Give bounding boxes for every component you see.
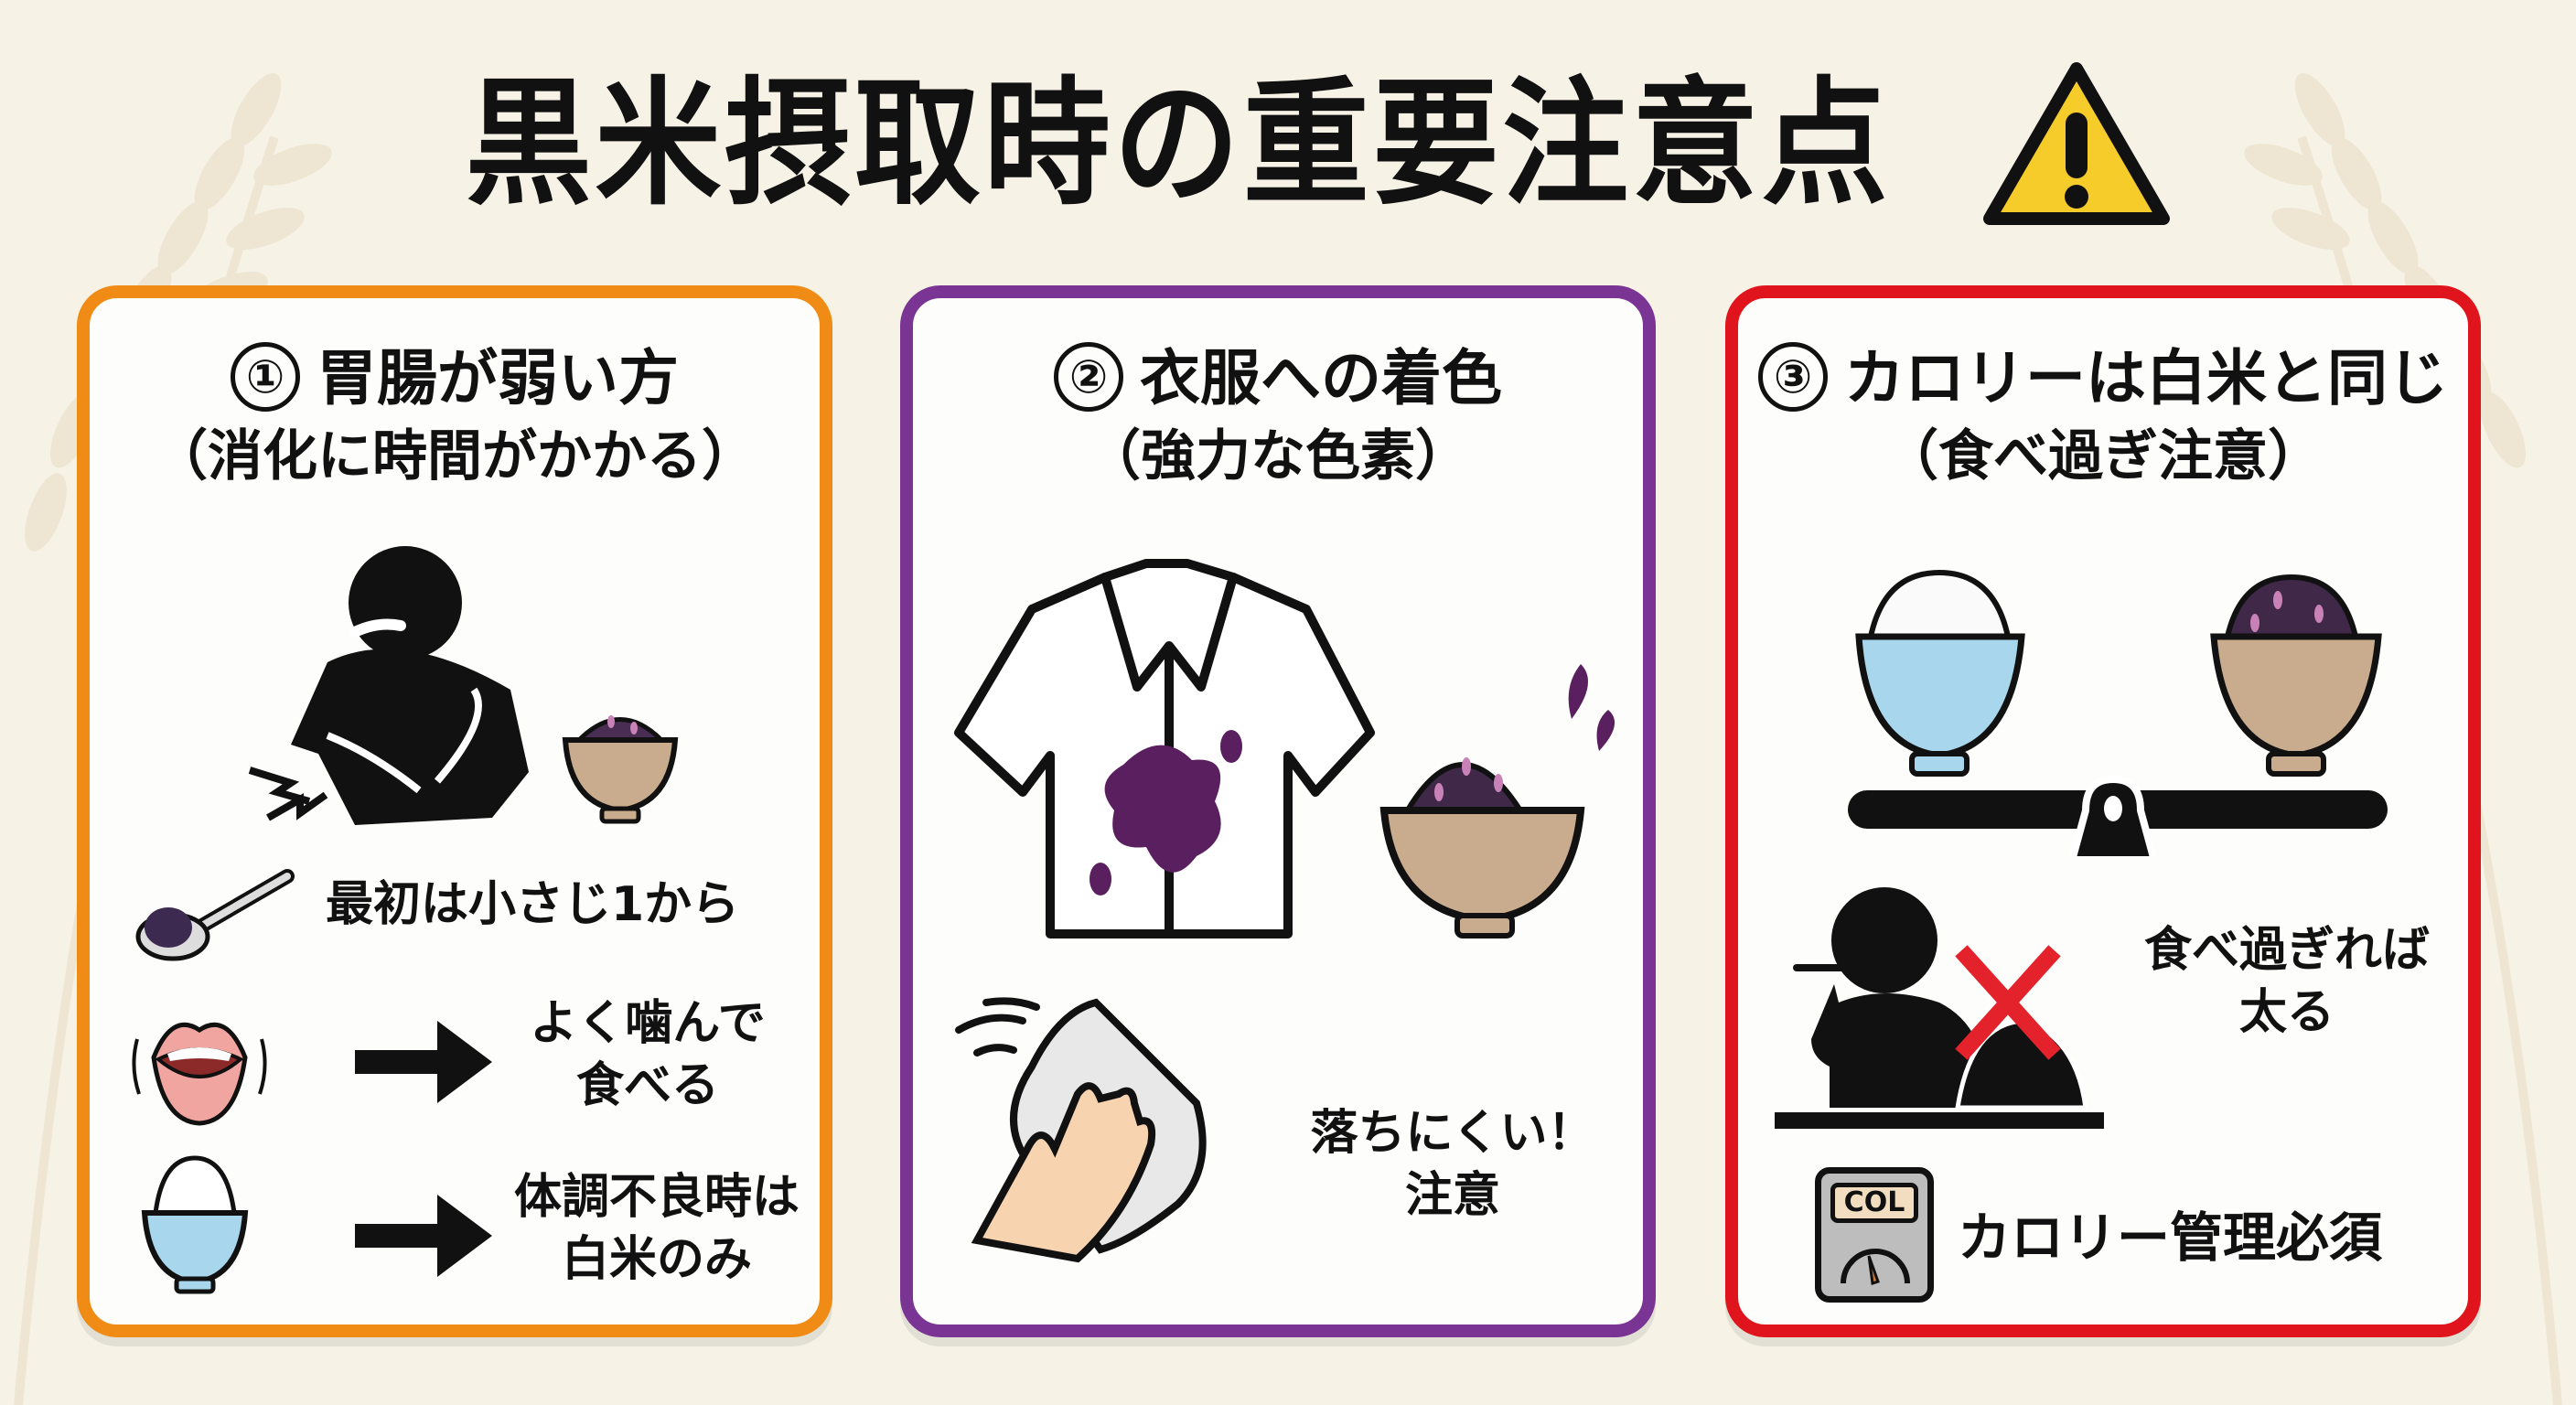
tip-white-rice-when-sick: 体調不良時は 白米のみ: [513, 1170, 800, 1287]
black-rice-bowl-icon: [2210, 574, 2382, 777]
card-number: ①: [231, 341, 300, 412]
tip-calorie-management: カロリー管理必須: [1958, 1207, 2383, 1269]
arrow-right-icon: [355, 1195, 492, 1277]
hand-wiping-cloth-icon: [955, 997, 1207, 1263]
stained-shirt-icon: [954, 559, 1615, 938]
card-subtitle: （食べ過ぎ注意）: [1884, 424, 2323, 488]
white-rice-bowl-icon: [1855, 569, 2025, 777]
gauge-dial-icon: [1841, 1249, 1910, 1285]
card-subtitle: （強力な色素）: [1086, 424, 1470, 488]
page-title: 黒米摂取時の重要注意点: [465, 65, 1892, 224]
tip-hard-to-remove: 落ちにくい！ 注意: [1310, 1106, 1595, 1223]
tip-chew-well: よく噛んで 食べる: [530, 996, 766, 1113]
calorie-meter-icon: COL: [1815, 1167, 1934, 1303]
spoon-icon: [135, 869, 295, 961]
balance-scale-icon: [1848, 569, 2388, 856]
arrow-right-icon: [355, 1021, 492, 1103]
card-number: ③: [1758, 341, 1828, 412]
black-rice-bowl-icon: [1379, 664, 1615, 938]
card-number: ②: [1054, 341, 1123, 412]
tip-start-small: 最初は小さじ1から: [326, 877, 740, 932]
card-subtitle: （消化に時間がかかる）: [153, 424, 757, 488]
white-rice-bowl-icon: [141, 1155, 249, 1294]
tip-overeating-gain: 食べ過ぎれば 太る: [2143, 923, 2430, 1040]
warning-triangle-icon: [1983, 62, 2170, 225]
header: 黒米摂取時の重要注意点: [0, 53, 2576, 236]
overeating-person-icon: [1775, 887, 2104, 1129]
black-rice-bowl-icon: [562, 715, 679, 824]
mouth-chewing-icon: [132, 1022, 267, 1126]
stomachache-person-icon: [248, 546, 679, 825]
meter-label: COL: [1830, 1183, 1918, 1223]
